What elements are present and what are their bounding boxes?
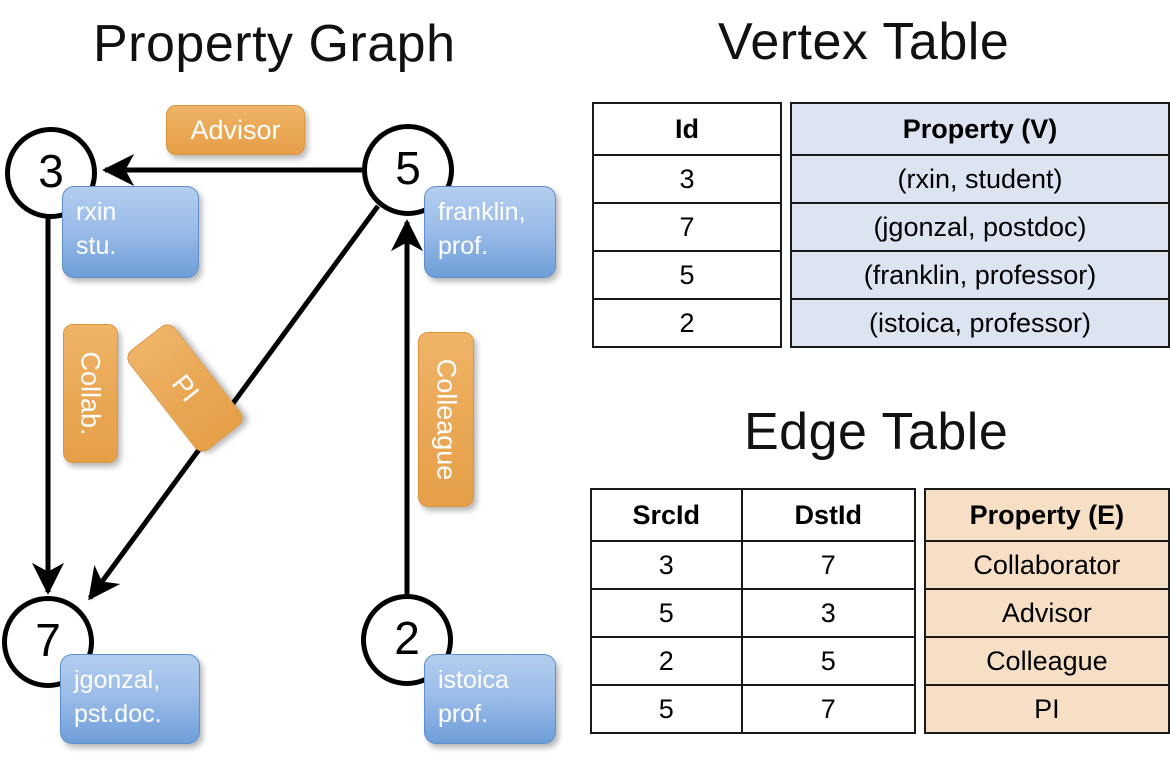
vertex-cell-property: (istoica, professor) [790, 298, 1170, 348]
node-property-istoica-name: istoica [438, 666, 509, 694]
edge-table: SrcId DstId Property (E) 3 7 Collaborato… [590, 488, 1170, 734]
edge-label-pi-text: PI [165, 368, 206, 407]
edge-cell-property: PI [923, 684, 1170, 734]
edge-table-column-gap [915, 589, 925, 637]
section-title-edge-table: Edge Table [744, 403, 1009, 461]
edge-cell-property: Advisor [923, 588, 1170, 638]
graph-node-7-label: 7 [35, 614, 61, 666]
edge-cell-dstid: 3 [740, 588, 917, 638]
edge-label-collab-text: Collab. [76, 351, 107, 436]
edge-label-advisor[interactable]: Advisor [166, 105, 305, 155]
edge-table-column-gap [915, 685, 925, 733]
graph-node-5-label: 5 [395, 142, 421, 194]
vertex-table-header-property: Property (V) [790, 102, 1170, 156]
vertex-cell-property: (rxin, student) [790, 154, 1170, 204]
graph-edges-layer [31, 153, 424, 601]
node-property-jgonzal-name: jgonzal, [74, 666, 161, 694]
node-property-rxin-name: rxin [76, 198, 117, 226]
graph-node-5[interactable]: 5 [362, 124, 454, 216]
page-title-property-graph: Property Graph [93, 15, 456, 73]
node-property-istoica-role: prof. [438, 699, 489, 728]
node-property-box-jgonzal[interactable]: jgonzal, pst.doc. [60, 654, 200, 744]
table-row[interactable]: 5 3 Advisor [590, 588, 1170, 638]
edge-label-advisor-text: Advisor [190, 114, 281, 145]
edge-cell-srcid: 5 [590, 684, 743, 734]
vertex-table-column-gap [781, 103, 791, 155]
property-graph-diagram: 3 5 7 2 rxin stu. franklin, prof. jgonza… [2, 105, 556, 744]
node-property-jgonzal-role: pst.doc. [74, 699, 162, 728]
table-row[interactable]: 2 (istoica, professor) [592, 298, 1170, 348]
edge-cell-srcid: 3 [590, 540, 743, 590]
edge-table-column-gap [915, 489, 925, 541]
graph-node-3-label: 3 [38, 145, 64, 197]
vertex-table-column-gap [781, 251, 791, 299]
edge-cell-property: Colleague [923, 636, 1170, 686]
node-property-rxin-role: stu. [76, 231, 117, 260]
edge-cell-dstid: 5 [740, 636, 917, 686]
table-row[interactable]: 3 7 Collaborator [590, 540, 1170, 590]
edge-table-header-dstid: DstId [740, 488, 917, 542]
table-row[interactable]: 5 (franklin, professor) [592, 250, 1170, 300]
vertex-table-header-id: Id [592, 102, 782, 156]
edge-table-header-srcid: SrcId [590, 488, 743, 542]
vertex-cell-id: 7 [592, 202, 782, 252]
node-property-box-istoica[interactable]: istoica prof. [424, 654, 556, 744]
table-row[interactable]: 5 7 PI [590, 684, 1170, 734]
node-property-franklin-role: prof. [438, 231, 489, 260]
vertex-cell-id: 2 [592, 298, 782, 348]
edge-cell-dstid: 7 [740, 684, 917, 734]
table-row[interactable]: 2 5 Colleague [590, 636, 1170, 686]
table-row[interactable]: 7 (jgonzal, postdoc) [592, 202, 1170, 252]
vertex-table: Id Property (V) 3 (rxin, student) 7 (jgo… [592, 102, 1170, 348]
edge-label-colleague-text: Colleague [431, 358, 462, 481]
vertex-table-column-gap [781, 203, 791, 251]
node-property-box-rxin[interactable]: rxin stu. [62, 186, 199, 278]
vertex-cell-property: (franklin, professor) [790, 250, 1170, 300]
graph-node-2-label: 2 [394, 612, 420, 664]
vertex-cell-id: 3 [592, 154, 782, 204]
edge-cell-property: Collaborator [923, 540, 1170, 590]
edge-table-column-gap [915, 637, 925, 685]
edge-5-to-7-pi [87, 204, 381, 601]
node-property-box-franklin[interactable]: franklin, prof. [424, 186, 556, 278]
vertex-cell-id: 5 [592, 250, 782, 300]
edge-table-column-gap [915, 541, 925, 589]
graph-node-2[interactable]: 2 [361, 594, 453, 686]
vertex-table-column-gap [781, 299, 791, 347]
edge-label-colleague[interactable]: Colleague [418, 332, 474, 507]
edge-cell-srcid: 2 [590, 636, 743, 686]
edge-table-header-property: Property (E) [923, 488, 1170, 542]
edge-label-collab[interactable]: Collab. [63, 324, 118, 463]
edge-cell-srcid: 5 [590, 588, 743, 638]
vertex-table-column-gap [781, 155, 791, 203]
vertex-table-header-row: Id Property (V) [592, 102, 1170, 156]
node-property-franklin-name: franklin, [438, 198, 526, 226]
section-title-vertex-table: Vertex Table [718, 13, 1010, 71]
table-row[interactable]: 3 (rxin, student) [592, 154, 1170, 204]
vertex-cell-property: (jgonzal, postdoc) [790, 202, 1170, 252]
edge-cell-dstid: 7 [740, 540, 917, 590]
edge-table-header-row: SrcId DstId Property (E) [590, 488, 1170, 542]
